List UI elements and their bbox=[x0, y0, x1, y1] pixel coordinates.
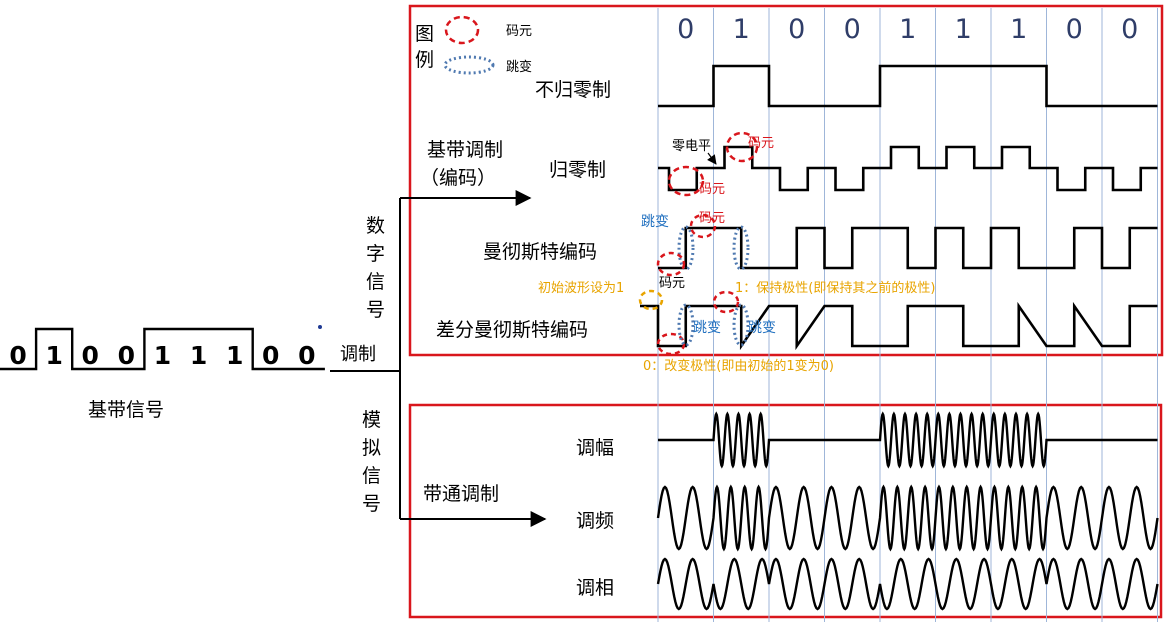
rz-code-element-label-high: 码元 bbox=[748, 136, 774, 151]
am-label: 调幅 bbox=[576, 437, 614, 459]
digital-char-2: 字 bbox=[366, 243, 385, 265]
baseband-modulation-label-2: （编码） bbox=[420, 167, 496, 189]
keep-polarity-annotation: 1：保持极性(即保持其之前的极性) bbox=[735, 280, 935, 296]
baseband-bit: 1 bbox=[190, 341, 207, 370]
digital-signal-label: 数 字 信 号 bbox=[366, 215, 385, 321]
initial-waveform-annotation: 初始波形设为1 bbox=[538, 281, 624, 296]
change-polarity-annotation: 0：改变极性(即由初始的1变为0) bbox=[643, 358, 834, 374]
baseband-bit: 1 bbox=[45, 341, 62, 370]
digital-char-1: 数 bbox=[366, 215, 385, 237]
legend-transition-label: 跳变 bbox=[506, 59, 532, 75]
analog-char-3: 信 bbox=[362, 465, 381, 487]
manchester-transition-marker-1 bbox=[677, 225, 695, 271]
rz-code-element-marker-low bbox=[667, 165, 705, 197]
bit-header-digit: 1 bbox=[899, 14, 916, 45]
bit-header-digit: 0 bbox=[844, 14, 861, 45]
pm-waveform bbox=[656, 557, 1159, 611]
analog-char-4: 号 bbox=[362, 493, 381, 515]
bit-header-digit: 1 bbox=[733, 14, 750, 45]
rz-waveform bbox=[658, 145, 1158, 192]
manchester-code-element-marker-high bbox=[689, 213, 717, 239]
digital-char-3: 信 bbox=[366, 271, 385, 293]
bandpass-modulation-label: 带通调制 bbox=[423, 483, 499, 505]
fm-waveform bbox=[656, 484, 1159, 552]
analog-frame bbox=[408, 403, 1163, 619]
baseband-bit: 0 bbox=[118, 341, 135, 370]
diff-transition-marker-2 bbox=[732, 303, 750, 347]
nrz-label: 不归零制 bbox=[535, 79, 611, 101]
diff-transition-marker-1 bbox=[677, 303, 695, 347]
manchester-code-element-label-high: 码元 bbox=[699, 211, 725, 226]
manchester-label: 曼彻斯特编码 bbox=[483, 241, 597, 263]
legend-code-element-label: 码元 bbox=[506, 24, 532, 39]
legend-title-1: 图 bbox=[415, 23, 434, 45]
legend: 图 例 码元 跳变 bbox=[415, 15, 532, 75]
manchester-code-element-label-low: 码元 bbox=[659, 276, 685, 291]
rz-label: 归零制 bbox=[549, 159, 606, 181]
analog-char-2: 拟 bbox=[362, 437, 381, 459]
baseband-bit: 1 bbox=[154, 341, 171, 370]
analog-char-1: 模 bbox=[362, 409, 381, 431]
digital-char-4: 号 bbox=[366, 299, 385, 321]
digital-frame bbox=[408, 4, 1164, 357]
baseband-waveform bbox=[0, 327, 325, 371]
zero-level-pointer bbox=[707, 152, 717, 165]
zero-level-annotation: 零电平 bbox=[672, 139, 711, 154]
legend-code-element-icon bbox=[444, 15, 480, 45]
nrz-waveform bbox=[658, 64, 1158, 108]
baseband-modulation-label-1: 基带调制 bbox=[427, 139, 503, 161]
bit-header-digit: 0 bbox=[1121, 14, 1138, 45]
bit-header-digit: 0 bbox=[677, 14, 694, 45]
diff-manchester-label: 差分曼彻斯特编码 bbox=[436, 319, 588, 341]
diff-code-element-marker-0 bbox=[656, 332, 686, 356]
baseband-dot bbox=[318, 325, 322, 329]
manchester-transition-marker-2 bbox=[732, 225, 750, 271]
baseband-bit: 0 bbox=[262, 341, 279, 370]
bit-header-digit: 1 bbox=[1010, 14, 1027, 45]
baseband-bit: 0 bbox=[298, 341, 315, 370]
baseband-bit: 0 bbox=[9, 341, 26, 370]
baseband-bit: 1 bbox=[226, 341, 243, 370]
rz-code-element-marker-high bbox=[725, 131, 759, 163]
rz-code-element-label-low: 码元 bbox=[699, 182, 725, 197]
fm-label: 调频 bbox=[576, 510, 614, 532]
manchester-transition-label: 跳变 bbox=[641, 214, 669, 230]
legend-transition-icon bbox=[443, 55, 495, 75]
diff-transition-label-1: 跳变 bbox=[693, 320, 721, 336]
bit-header-digit: 1 bbox=[955, 14, 972, 45]
initial-waveform-marker bbox=[638, 289, 664, 311]
legend-title-2: 例 bbox=[415, 49, 434, 71]
bit-header-digit: 0 bbox=[788, 14, 805, 45]
diff-manchester-waveform bbox=[640, 301, 1158, 351]
manchester-code-element-marker-low bbox=[656, 251, 686, 277]
manchester-waveform bbox=[658, 226, 1158, 270]
baseband-label: 基带信号 bbox=[88, 399, 164, 421]
diff-transition-label-2: 跳变 bbox=[748, 320, 776, 336]
modulation-label: 调制 bbox=[340, 344, 376, 365]
analog-signal-label: 模 拟 信 号 bbox=[362, 409, 381, 515]
diff-code-element-marker-1 bbox=[712, 290, 740, 314]
baseband-bit: 0 bbox=[82, 341, 99, 370]
am-waveform bbox=[658, 411, 1158, 469]
bit-header-digit: 0 bbox=[1066, 14, 1083, 45]
pm-label: 调相 bbox=[576, 577, 614, 599]
bit-header: 0 1 0 0 1 1 1 0 0 bbox=[677, 14, 1138, 45]
